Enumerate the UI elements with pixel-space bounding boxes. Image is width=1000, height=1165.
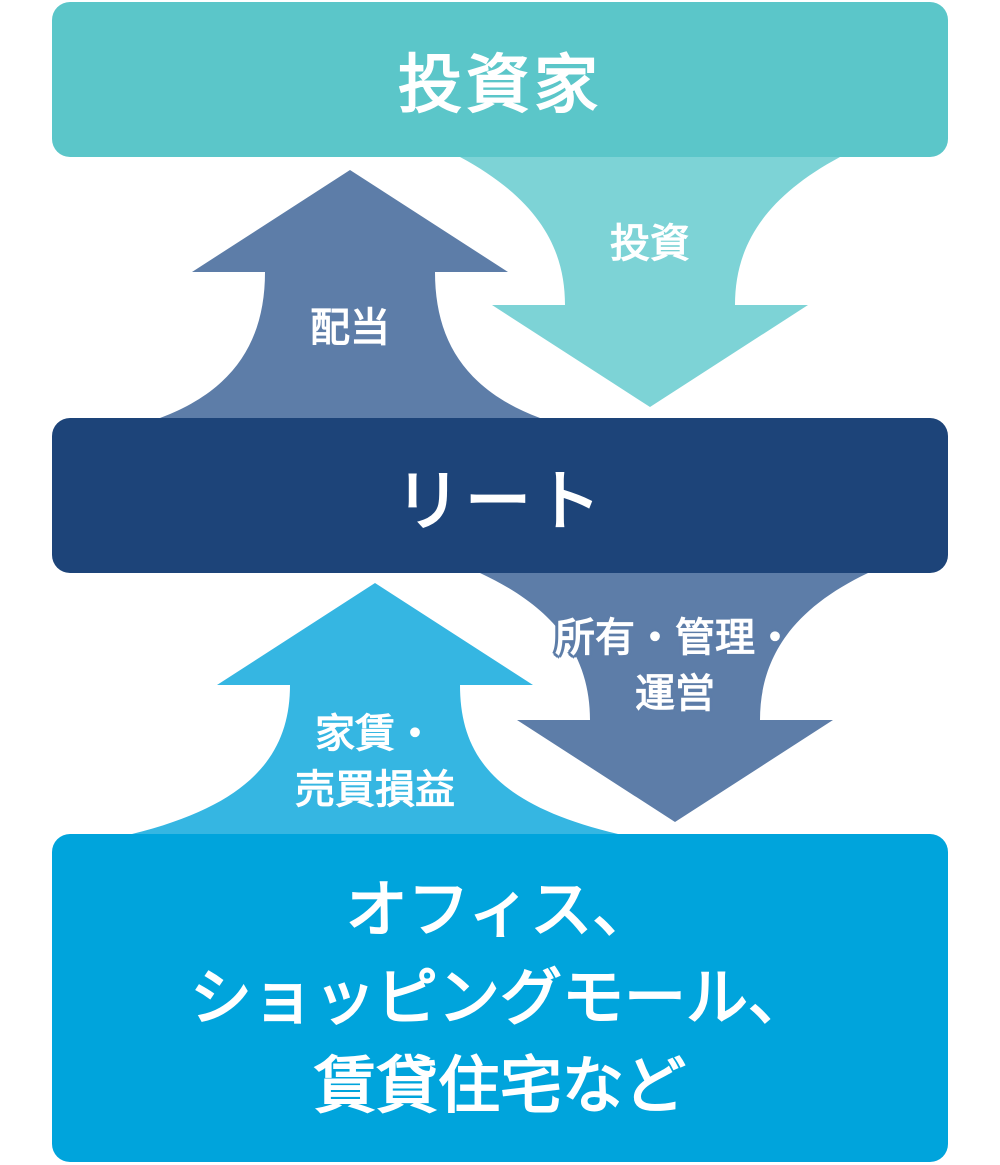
rent-arrow [132, 583, 618, 834]
investor-label: 投資家 [398, 48, 602, 123]
rent-label-line2: 売買損益 [295, 767, 455, 813]
investment-label: 投資 [610, 221, 690, 267]
ownership-arrow [480, 573, 868, 822]
investor-box: 投資家 [52, 2, 948, 157]
ownership-label-line1: 所有・管理・ [555, 615, 795, 661]
reit-box: リート [52, 418, 948, 573]
rent-label: 家賃・ 売買損益 [255, 706, 495, 818]
dividend-arrow [160, 170, 540, 418]
dividend-label: 配当 [310, 305, 390, 351]
property-label-line1: オフィス、 [345, 873, 655, 946]
ownership-label: 所有・管理・ 運営 [510, 610, 840, 722]
investment-arrow [460, 157, 840, 407]
property-label-line3: 賃貸住宅など [313, 1049, 686, 1122]
property-box: オフィス、 ショッピングモール、 賃貸住宅など [52, 834, 948, 1162]
ownership-label-line2: 運営 [635, 671, 715, 717]
property-label-line2: ショッピングモール、 [189, 961, 810, 1034]
reit-label: リート [395, 462, 605, 540]
rent-label-line1: 家賃・ [315, 711, 435, 757]
